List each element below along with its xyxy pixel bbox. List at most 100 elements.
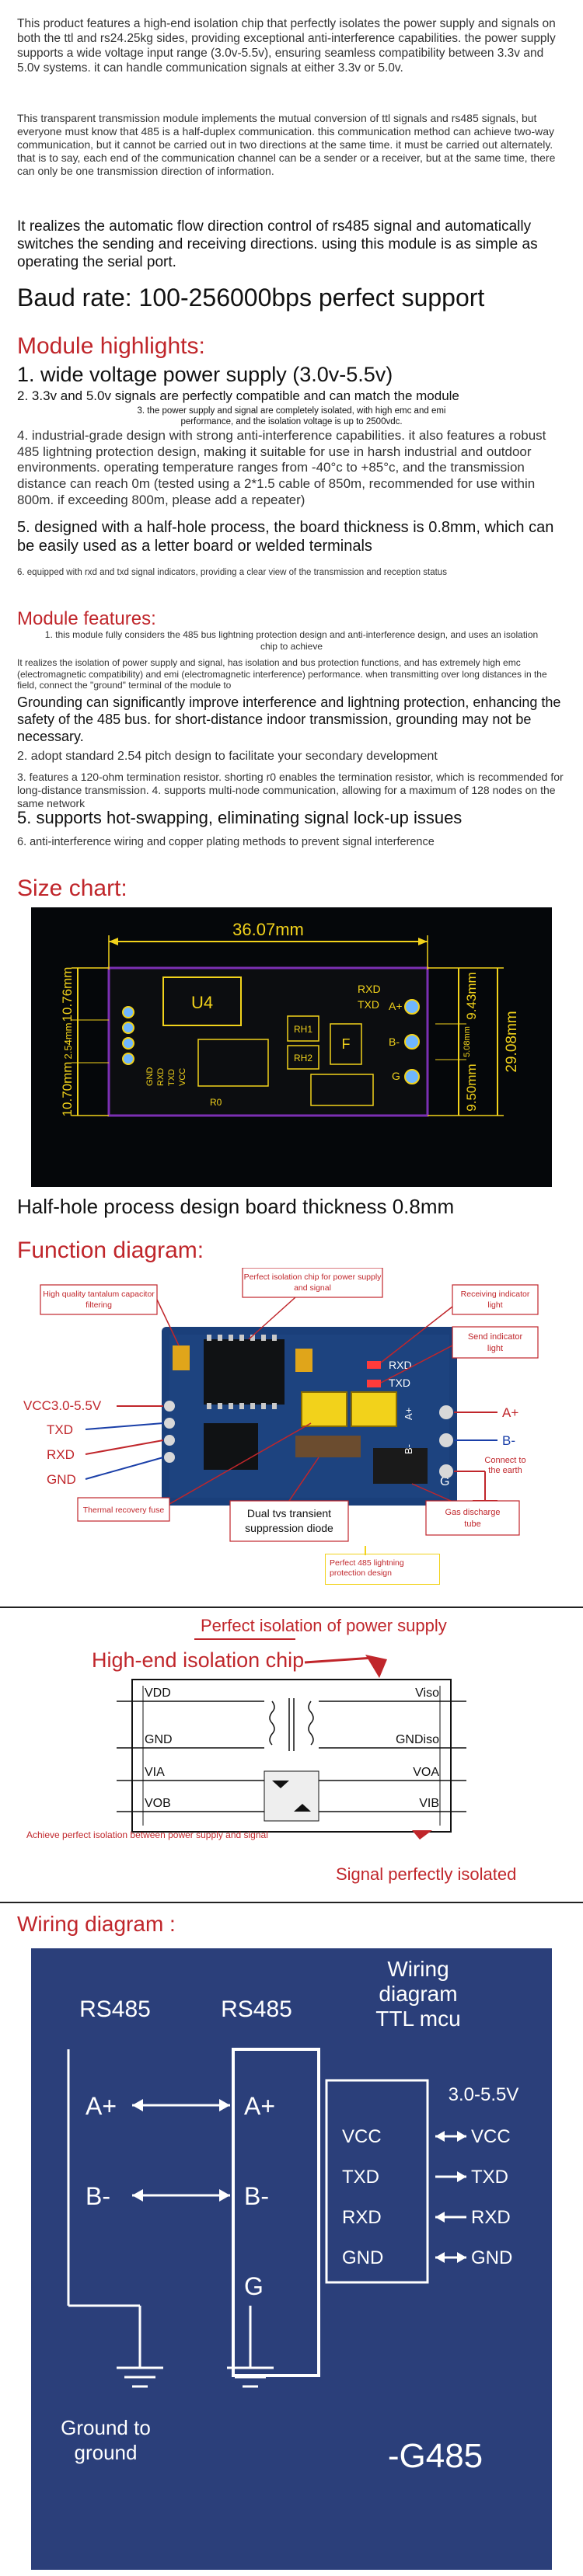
wiring-ttl-title-2: diagram (379, 1982, 457, 2006)
wiring-rs485-left: RS485 (79, 1996, 151, 2022)
dim-left-mid: 2.54mm (62, 1023, 74, 1060)
size-chart-diagram: 36.07mm 10.76mm 2.54mm 10.70mm 9.43mm 5.… (0, 907, 583, 1187)
divider-1 (0, 1607, 583, 1608)
wiring-mod-g: G (244, 2272, 264, 2300)
size-label-r0: R0 (210, 1097, 222, 1108)
wiring-mod-vcc: VCC (342, 2126, 382, 2147)
baud-rate: Baud rate: 100-256000bps perfect support (17, 284, 485, 312)
callout-receiving-1: Receiving indicator (461, 1290, 530, 1299)
dim-left-bot: 10.70mm (60, 1062, 75, 1117)
size-label-rh2: RH2 (294, 1053, 312, 1063)
iso-right-vib: VIB (419, 1797, 439, 1810)
callout-tvs-1: Dual tvs transient (247, 1507, 331, 1519)
wiring-rs485-right: RS485 (221, 1996, 292, 2022)
wiring-ttl-title-3: TTL mcu (375, 2007, 460, 2031)
board-rxd: RXD (389, 1359, 412, 1371)
chip-u4-label: U4 (191, 993, 213, 1012)
wiring-ground-1: Ground to (61, 2416, 151, 2439)
callout-lightning-box (325, 1554, 440, 1585)
dim-right-mid: 5.08mm (463, 1026, 472, 1057)
size-pin-b: B- (389, 1036, 400, 1048)
func-pin-vcc: VCC3.0-5.5V (23, 1398, 102, 1413)
board-a: A+ (403, 1408, 414, 1420)
iso-right-gndiso: GNDiso (396, 1733, 439, 1746)
highlight-2: 2. 3.3v and 5.0v signals are perfectly c… (17, 388, 459, 403)
callout-gas-2: tube (464, 1519, 480, 1529)
features-title: Module features: (17, 608, 156, 629)
feature-2: It realizes the isolation of power suppl… (17, 657, 547, 691)
highlight-3: 3. the power supply and signal are compl… (137, 406, 446, 427)
function-diagram: RXD TXD A+ B- G VCC3.0-5.5V TXD RXD GND … (0, 1267, 583, 1557)
iso-right-voa: VOA (413, 1766, 439, 1779)
intro-paragraph-3: It realizes the automatic flow direction… (17, 218, 538, 271)
callout-isolation-1: Perfect isolation chip for power supply (244, 1272, 382, 1282)
size-label-rh1: RH1 (294, 1024, 312, 1035)
board-g: G (440, 1475, 449, 1488)
iso-left-via: VIA (145, 1766, 165, 1779)
callout-isolation-2: and signal (294, 1283, 331, 1293)
func-pin-txd: TXD (47, 1422, 73, 1437)
callout-earth-2: the earth (488, 1466, 522, 1475)
wiring-left-b: B- (86, 2182, 110, 2210)
callout-earth-1: Connect to (484, 1456, 525, 1465)
func-pin-rxd: RXD (47, 1447, 75, 1462)
feature-5: 3. features a 120-ohm termination resist… (17, 771, 564, 810)
board-txd: TXD (389, 1377, 410, 1389)
highlight-1: 1. wide voltage power supply (3.0v-5.5v) (17, 363, 393, 386)
highlight-6: 6. equipped with rxd and txd signal indi… (17, 568, 447, 577)
func-pin-gnd: GND (47, 1472, 76, 1487)
board-b: B- (403, 1444, 414, 1454)
feature-6: 5. supports hot-swapping, eliminating si… (17, 808, 463, 827)
wiring-mod-a: A+ (244, 2092, 275, 2120)
wiring-title: Wiring diagram : (17, 1912, 176, 1936)
iso-left-gnd: GND (145, 1733, 173, 1746)
dim-width: 36.07mm (232, 920, 304, 939)
size-pin-vcc: VCC (178, 1068, 187, 1086)
size-pin-a: A+ (389, 1000, 403, 1012)
function-title: Function diagram: (17, 1238, 204, 1263)
dim-right-bot: 9.50mm (464, 1063, 479, 1111)
callout-tantalum-1: High quality tantalum capacitor (43, 1290, 155, 1299)
isolation-diagram: Perfect isolation of power supply High-e… (0, 1608, 583, 1857)
callout-fuse: Thermal recovery fuse (83, 1506, 165, 1515)
feature-7: 6. anti-interference wiring and copper p… (17, 836, 435, 848)
feature-1: 1. this module fully considers the 485 b… (44, 629, 539, 652)
feature-4: 2. adopt standard 2.54 pitch design to f… (17, 750, 438, 763)
wiring-mcu-vcc: VCC (471, 2126, 511, 2147)
wiring-model: -G485 (388, 2437, 483, 2475)
wiring-mcu-rxd: RXD (471, 2207, 511, 2228)
dim-right-top: 9.43mm (464, 972, 479, 1019)
size-pin-rxd: RXD (156, 1068, 166, 1086)
wiring-mod-txd: TXD (342, 2167, 379, 2188)
callout-gas-1: Gas discharge (445, 1508, 501, 1517)
wiring-ground-2: ground (75, 2441, 138, 2464)
highlight-4: 4. industrial-grade design with strong a… (17, 428, 546, 507)
iso-note: Achieve perfect isolation between power … (26, 1829, 268, 1840)
callout-receiving-2: light (487, 1300, 502, 1310)
intro-paragraph-1: This product features a high-end isolati… (17, 17, 556, 75)
size-chart-title: Size chart: (17, 875, 127, 901)
callout-tvs-2: suppression diode (245, 1522, 333, 1534)
wiring-volt: 3.0-5.5V (449, 2084, 519, 2105)
dim-total-height: 29.08mm (504, 1011, 520, 1072)
highlight-5: 5. designed with a half-hole process, th… (17, 519, 554, 555)
wiring-mod-gnd: GND (342, 2247, 383, 2268)
iso-chip-label: High-end isolation chip (92, 1648, 304, 1672)
size-pin-gnd: GND (145, 1067, 155, 1087)
highlights-title: Module highlights: (17, 333, 205, 359)
wiring-mcu-txd: TXD (471, 2167, 508, 2188)
callout-tantalum-2: filtering (86, 1300, 112, 1310)
dim-left-top: 10.76mm (60, 967, 75, 1022)
size-label-rxd: RXD (358, 983, 381, 995)
feature-3: Grounding can significantly improve inte… (17, 694, 561, 744)
intro-paragraph-2: This transparent transmission module imp… (17, 112, 556, 178)
wiring-diagram: RS485 RS485 Wiring diagram TTL mcu A+ B-… (0, 1948, 583, 2570)
iso-right-viso: Viso (415, 1687, 439, 1700)
iso-top-label: Perfect isolation of power supply (201, 1616, 447, 1635)
size-label-txd: TXD (358, 998, 379, 1011)
iso-left-vob: VOB (145, 1797, 171, 1810)
callout-send-1: Send indicator (468, 1332, 523, 1342)
size-pin-g: G (392, 1070, 400, 1082)
func-pin-a: A+ (502, 1405, 518, 1420)
wiring-mod-b: B- (244, 2182, 269, 2210)
